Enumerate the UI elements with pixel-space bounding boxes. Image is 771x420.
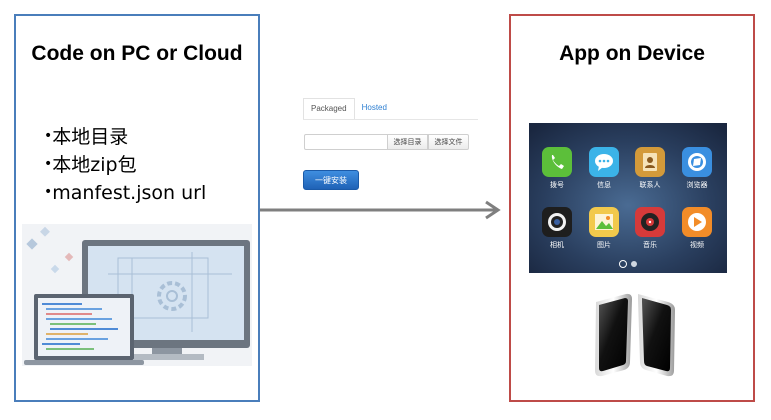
app-label-messages: 信息	[597, 181, 611, 189]
right-panel-title: App on Device	[559, 42, 705, 65]
one-click-install-button[interactable]: 一键安装	[303, 170, 359, 190]
tab-hosted[interactable]: Hosted	[361, 103, 387, 112]
gallery-icon[interactable]	[589, 207, 619, 237]
source-item-local-zip: •本地zip包	[44, 154, 137, 176]
path-input[interactable]	[304, 134, 388, 150]
phone-home-screen: 拨号 信息 联系人 浏览器 相机 图片 音乐 视频	[529, 123, 727, 273]
source-item-local-dir: •本地目录	[44, 126, 129, 148]
arrow-right-icon	[260, 200, 501, 220]
app-label-contacts: 联系人	[639, 181, 661, 189]
camera-icon[interactable]	[542, 207, 572, 237]
app-label-camera: 相机	[550, 241, 564, 249]
music-icon[interactable]	[635, 207, 665, 237]
computer-illustration-icon	[22, 224, 252, 366]
page-indicator-active[interactable]	[619, 260, 627, 268]
tab-divider	[303, 119, 478, 120]
source-item-manifest-url: •manfest.json url	[44, 182, 207, 204]
video-icon[interactable]	[682, 207, 712, 237]
select-directory-button[interactable]: 选择目录	[387, 134, 428, 150]
message-icon[interactable]	[589, 147, 619, 177]
page-indicator[interactable]	[631, 261, 637, 267]
select-file-button[interactable]: 选择文件	[428, 134, 469, 150]
tab-packaged[interactable]: Packaged	[303, 98, 355, 120]
install-tabs: Packaged Hosted	[303, 98, 394, 120]
left-panel-title: Code on PC or Cloud	[31, 42, 243, 65]
app-label-gallery: 图片	[597, 241, 611, 249]
contacts-icon[interactable]	[635, 147, 665, 177]
app-label-video: 视频	[690, 241, 704, 249]
phones-illustration-icon	[595, 293, 675, 377]
app-label-dial: 拨号	[550, 181, 564, 189]
browser-icon[interactable]	[682, 147, 712, 177]
source-list: •本地目录 •本地zip包 •manfest.json url	[44, 124, 206, 208]
app-label-browser: 浏览器	[686, 181, 708, 189]
app-label-music: 音乐	[643, 241, 657, 249]
wallpaper	[529, 123, 727, 273]
install-panel: Packaged Hosted 选择目录 选择文件 一键安装	[300, 96, 480, 196]
phone-icon[interactable]	[542, 147, 572, 177]
